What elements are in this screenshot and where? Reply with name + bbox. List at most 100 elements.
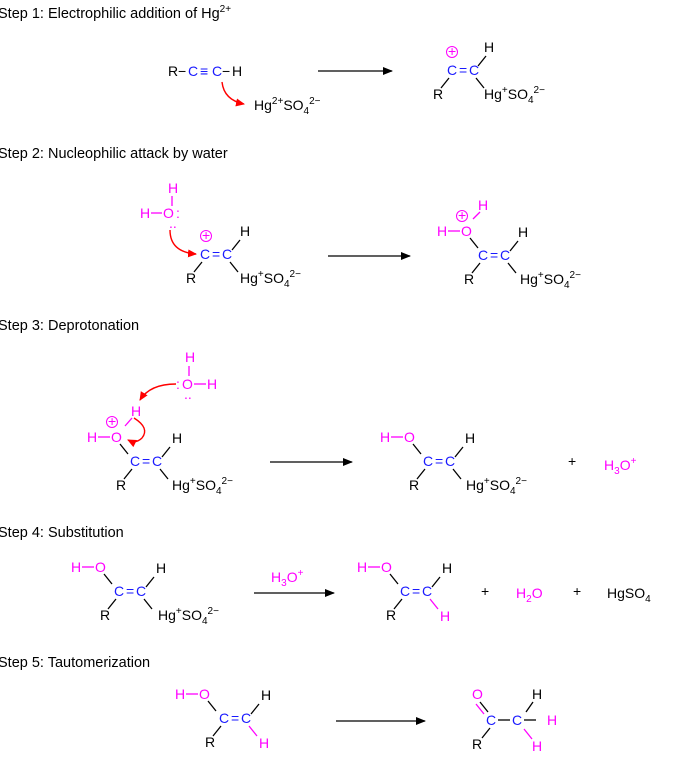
svg-text:+: + — [108, 413, 116, 429]
step-1-title: Step 1: Electrophilic addition of Hg2+ — [0, 4, 231, 22]
svg-text:R: R — [168, 63, 178, 79]
svg-text:H: H — [259, 735, 269, 751]
svg-text:C: C — [469, 62, 479, 78]
svg-text:H: H — [261, 687, 271, 703]
svg-text:O: O — [182, 376, 193, 392]
step-5-title: Step 5: Tautomerization — [0, 655, 150, 671]
svg-text:H: H — [357, 559, 367, 575]
water-molecule-2: H H O : .. — [140, 180, 180, 231]
svg-text:C: C — [200, 246, 210, 262]
svg-text:=: = — [212, 246, 220, 262]
svg-text:C: C — [486, 712, 496, 728]
svg-text:H: H — [87, 429, 97, 445]
svg-text:+: + — [202, 227, 210, 243]
svg-text:H: H — [131, 403, 141, 419]
svg-text:R: R — [409, 477, 419, 493]
svg-text:H: H — [437, 223, 447, 239]
svg-text:O: O — [472, 686, 483, 702]
svg-text:O: O — [95, 559, 106, 575]
plus-sign-4a: + — [481, 583, 489, 599]
svg-text:=: = — [142, 453, 150, 469]
svg-text:O: O — [111, 429, 122, 445]
svg-text:Hg+SO42−: Hg+SO42− — [484, 85, 545, 106]
svg-text:H: H — [185, 349, 195, 365]
curved-arrow-3b — [127, 417, 146, 448]
svg-text:C: C — [478, 247, 488, 263]
hydronium-product-3: H3O+ — [604, 456, 637, 477]
svg-text:R: R — [116, 477, 126, 493]
svg-text:R: R — [186, 270, 196, 286]
svg-text:C: C — [136, 583, 146, 599]
svg-text:C: C — [500, 247, 510, 263]
svg-text:Hg+SO42−: Hg+SO42− — [158, 606, 219, 627]
svg-text:H: H — [478, 197, 488, 213]
svg-text:C: C — [445, 453, 455, 469]
svg-text:H: H — [232, 63, 242, 79]
svg-text:=: = — [412, 583, 420, 599]
svg-text:Hg+SO42−: Hg+SO42− — [520, 270, 581, 291]
oxonium-reactant-3: + H H O C = C R H Hg+SO42− — [87, 403, 233, 497]
water-product-4: H2O — [516, 585, 543, 605]
mercury-sulfate-reagent: Hg2+SO42− — [254, 96, 321, 117]
svg-text:≡: ≡ — [200, 63, 208, 79]
svg-text:H: H — [156, 560, 166, 576]
svg-text:..: .. — [184, 386, 192, 402]
svg-text:H: H — [71, 559, 81, 575]
oxonium-product-2: + H H O C = C R H Hg+SO42− — [437, 197, 581, 291]
svg-text::: : — [176, 205, 180, 221]
svg-text:O: O — [199, 686, 210, 702]
svg-text:C: C — [422, 583, 432, 599]
curved-arrow-1 — [221, 81, 245, 107]
svg-text:H: H — [140, 205, 150, 221]
step-3-title: Step 3: Deprotonation — [0, 318, 139, 334]
svg-text:O: O — [461, 223, 472, 239]
svg-text:R: R — [100, 607, 110, 623]
plus-sign-4b: + — [573, 583, 581, 599]
svg-text:=: = — [435, 453, 443, 469]
svg-text:H: H — [240, 223, 250, 239]
svg-text:O: O — [381, 559, 392, 575]
aldehyde-product-5: O C C R H H H — [472, 686, 557, 754]
svg-text:C: C — [212, 63, 222, 79]
svg-text::: : — [176, 376, 180, 392]
svg-text:C: C — [423, 453, 433, 469]
plus-sign-3: + — [568, 453, 576, 469]
svg-text:H: H — [175, 686, 185, 702]
reagent-label-4: H3O+ — [271, 568, 304, 589]
svg-text:H: H — [168, 180, 178, 196]
curved-arrow-2 — [169, 229, 197, 258]
svg-text:=: = — [126, 583, 134, 599]
svg-text:C: C — [400, 583, 410, 599]
svg-text:−: − — [178, 63, 186, 79]
vinyl-cation-2: + C = C R H Hg+SO42− — [186, 223, 301, 290]
svg-text:H: H — [207, 376, 217, 392]
svg-text:R: R — [464, 271, 474, 287]
svg-text:C: C — [241, 710, 251, 726]
svg-text:=: = — [490, 247, 498, 263]
svg-text:R: R — [205, 734, 215, 750]
enol-reactant-4: H O C = C R H Hg+SO42− — [71, 559, 219, 627]
svg-text:O: O — [404, 429, 415, 445]
step-4-title: Step 4: Substitution — [0, 525, 124, 541]
svg-text:−: − — [222, 63, 230, 79]
svg-text:H: H — [172, 430, 182, 446]
svg-text:C: C — [152, 453, 162, 469]
enol-reactant-5: H O C = C R H H — [175, 686, 271, 751]
svg-text:H: H — [532, 738, 542, 754]
svg-text:H: H — [440, 608, 450, 624]
svg-text:C: C — [114, 583, 124, 599]
svg-text:=: = — [459, 62, 467, 78]
svg-text:H: H — [442, 560, 452, 576]
vinyl-alcohol-product-4: H O C = C R H H — [357, 559, 452, 624]
alkyne-reactant: R − C ≡ C − H — [168, 63, 242, 79]
svg-text:H: H — [380, 429, 390, 445]
svg-text:C: C — [447, 62, 457, 78]
svg-text:C: C — [219, 710, 229, 726]
svg-text:H: H — [547, 712, 557, 728]
svg-text:C: C — [512, 712, 522, 728]
mercury-sulfate-product-4: HgSO4 — [607, 585, 651, 605]
svg-text:C: C — [130, 453, 140, 469]
enol-product-3: H O C = C R H Hg+SO42− — [380, 429, 527, 497]
svg-text:Hg+SO42−: Hg+SO42− — [240, 269, 301, 290]
